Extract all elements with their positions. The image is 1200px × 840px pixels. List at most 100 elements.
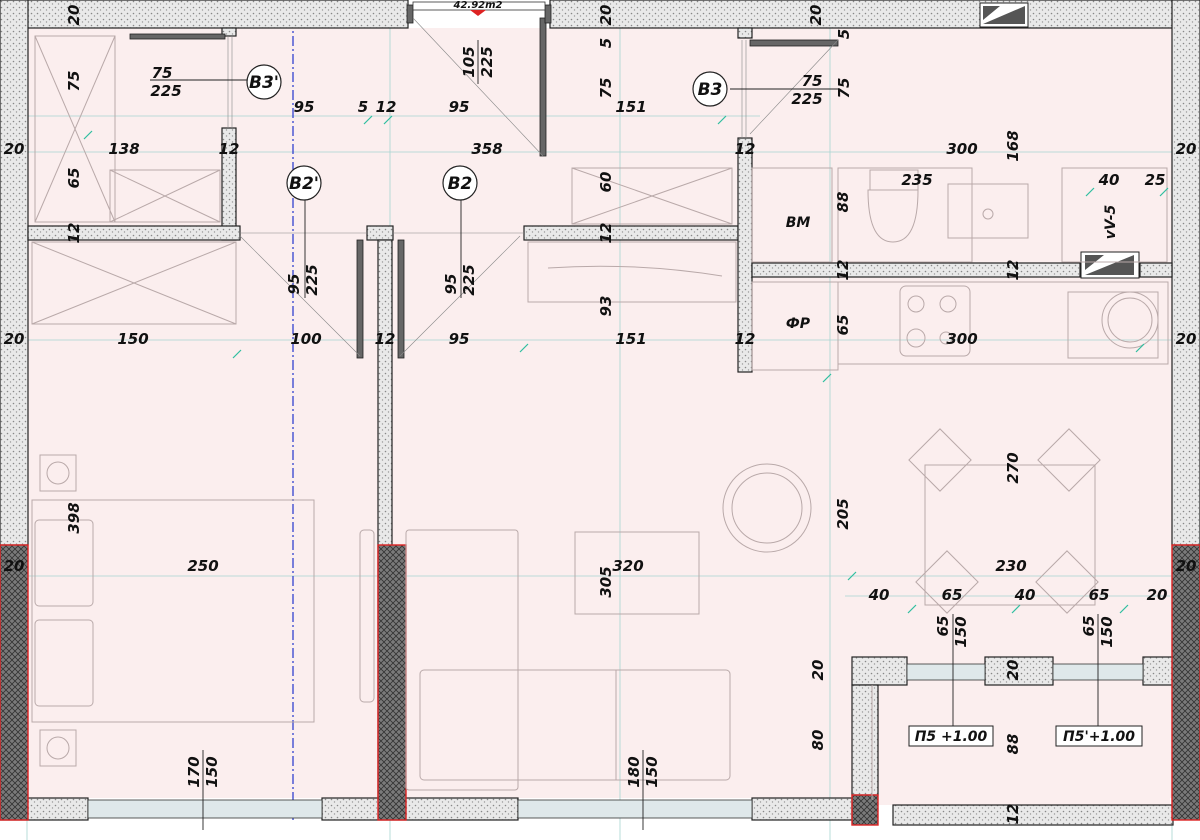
dim-b2p-width: 95	[285, 274, 303, 295]
dim-b3p-height: 225	[150, 82, 181, 100]
dim-label: 20	[807, 5, 825, 26]
dim-label: 320	[612, 557, 643, 575]
dim-p5-height: 150	[952, 616, 970, 647]
door-tag-b3: B3	[698, 80, 723, 100]
dim-label: 20	[4, 557, 25, 575]
dim-label: 40	[1098, 171, 1120, 189]
furniture	[31, 35, 1169, 800]
dim-b3-height: 225	[791, 90, 822, 108]
dim-top-door-width: 105	[460, 46, 478, 77]
door-tag-circles	[246, 64, 728, 201]
dim-label: 20	[65, 5, 83, 26]
dim-label: 100	[290, 330, 321, 348]
dim-label: 20	[1176, 140, 1197, 158]
vent-label: vV-5	[1103, 204, 1119, 239]
window-tag-box-p5	[908, 725, 994, 747]
dim-label: 205	[834, 498, 852, 529]
washer-label: BM	[786, 215, 811, 231]
dim-label: 25	[1145, 171, 1166, 189]
door-tag-b3p: B3'	[249, 73, 279, 93]
window-tag-p5p: П5'+1.00	[1063, 729, 1135, 745]
dim-label: 358	[471, 140, 502, 158]
dim-label: 20	[809, 660, 827, 681]
dim-label: 80	[809, 730, 827, 751]
dim-label: 151	[615, 330, 646, 348]
dim-label: 65	[1089, 586, 1110, 604]
dim-label: 270	[1004, 452, 1022, 483]
dim-label: 88	[1004, 734, 1022, 755]
dim-b2-height: 225	[460, 264, 478, 295]
dim-label: 12	[735, 330, 756, 348]
door-tag-b2: B2	[448, 174, 473, 194]
dim-b3p-width: 75	[152, 64, 173, 82]
window-tag-box-p5p	[1055, 725, 1143, 747]
dim-label: 40	[868, 586, 890, 604]
dim-label: 300	[946, 330, 977, 348]
dim-p5p-width: 65	[1080, 616, 1098, 637]
dim-label: 75	[835, 78, 853, 99]
dim-label: 20	[1176, 330, 1197, 348]
dim-label: 12	[375, 330, 396, 348]
dim-label: 168	[1004, 130, 1022, 161]
leader-lines	[150, 40, 1099, 830]
dim-b3-width: 75	[802, 72, 823, 90]
door-tag-b2p: B2'	[289, 174, 319, 194]
dim-label: 138	[108, 140, 139, 158]
dim-label: 300	[946, 140, 977, 158]
dimensions: 20 20 20 5 5 75 75 75 95 5 12 95 151 20 …	[4, 5, 1197, 825]
dim-label: 40	[1014, 586, 1036, 604]
dim-label: 65	[942, 586, 963, 604]
dim-top-door-height: 225	[478, 46, 496, 77]
dim-label: 95	[449, 98, 470, 116]
dim-label: 12	[1004, 260, 1022, 281]
dim-label: 5	[358, 98, 368, 116]
dim-label: 60	[597, 172, 615, 193]
dim-label: 93	[597, 296, 615, 317]
dim-label: 20	[1147, 586, 1168, 604]
dim-b2-width: 95	[442, 274, 460, 295]
dim-label: 5	[597, 38, 615, 48]
dim-label: 95	[449, 330, 470, 348]
dim-liv-window-width: 180	[625, 756, 643, 787]
dim-label: 12	[219, 140, 240, 158]
window-tag-p5: П5 +1.00	[915, 729, 988, 745]
dim-label: 12	[376, 98, 397, 116]
dim-label: 12	[597, 223, 615, 244]
dim-label: 20	[597, 5, 615, 26]
door-panels	[129, 4, 839, 359]
dim-p5p-height: 150	[1098, 616, 1116, 647]
dim-label: 305	[597, 566, 615, 597]
dim-liv-window-height: 150	[643, 756, 661, 787]
dim-label: 5	[835, 29, 853, 39]
dim-label: 12	[65, 223, 83, 244]
dim-label: 230	[995, 557, 1026, 575]
dim-label: 250	[187, 557, 218, 575]
area-marker	[470, 10, 486, 16]
dim-label: 20	[4, 140, 25, 158]
dim-label: 12	[834, 260, 852, 281]
dim-bed-window-height: 150	[203, 756, 221, 787]
dim-b2p-height: 225	[303, 264, 321, 295]
dim-label: 151	[615, 98, 646, 116]
dim-label: 75	[597, 78, 615, 99]
dim-p5-width: 65	[934, 616, 952, 637]
dim-label: 235	[901, 171, 932, 189]
dim-label: 20	[1004, 660, 1022, 681]
dim-label: 75	[65, 71, 83, 92]
dim-label: 398	[65, 502, 83, 533]
dim-label: 150	[117, 330, 148, 348]
dim-label: 12	[1004, 804, 1022, 825]
shaft-vent	[1080, 251, 1140, 279]
dim-label: 65	[834, 315, 852, 336]
dim-label: 20	[1176, 557, 1197, 575]
dim-label: 65	[65, 168, 83, 189]
windows	[87, 1, 1144, 819]
dim-label: 20	[4, 330, 25, 348]
fridge-label: ФР	[786, 316, 811, 332]
dim-label: 95	[294, 98, 315, 116]
area-label: 42.92m2	[452, 0, 502, 11]
dim-label: 12	[735, 140, 756, 158]
dim-bed-window-width: 170	[185, 756, 203, 787]
